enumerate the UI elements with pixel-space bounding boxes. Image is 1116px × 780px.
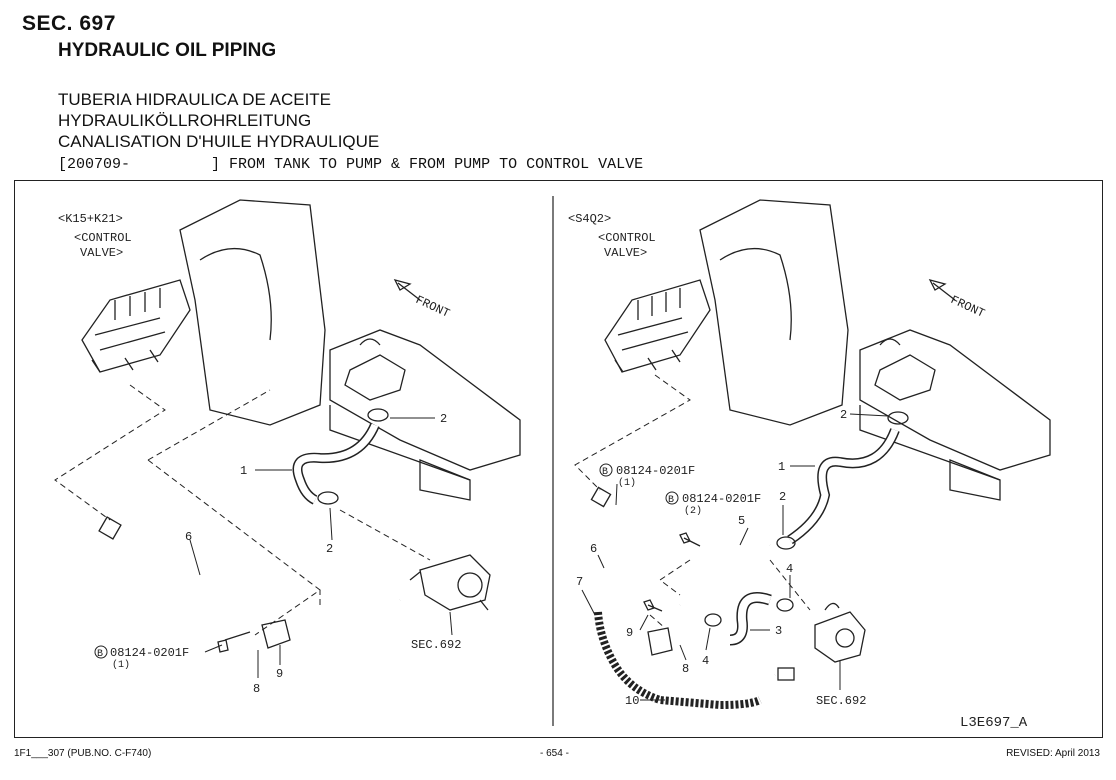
left-fitting [98,516,122,540]
right-bolt2-qty: (2) [684,505,702,517]
right-bolt1-part: 08124-0201F [616,464,695,478]
right-sec-ref: SEC.692 [816,694,866,708]
left-bolt-letter: B [97,649,103,660]
left-clamp-lower [317,491,339,505]
right-front-arrow: FRONT [928,279,987,321]
title-german: HYDRAULIKÖLLROHRLEITUNG [58,111,312,130]
left-pressure-pipe [105,534,401,629]
footer-publication: 1F1___307 (PUB.NO. C-F740) [14,748,152,759]
left-model-label: <K15+K21> [58,212,123,226]
right-model-label: <S4Q2> [568,212,611,226]
title-french: CANALISATION D'HUILE HYDRAULIQUE [58,132,380,151]
right-control-valve-drawing [604,279,711,373]
page-title: HYDRAULIC OIL PIPING [58,40,277,61]
left-callout-1: 1 [240,464,247,478]
left-control-valve-drawing [81,279,191,373]
footer-page-number: - 654 - [540,748,569,759]
right-bolt2-badge [665,491,679,505]
right-callout-3: 3 [775,624,782,638]
right-hose-7-10 [594,611,762,710]
left-tank-drawing [179,199,521,501]
right-callout-4b: 4 [702,654,709,668]
left-callout-2b: 2 [326,542,333,556]
left-bolt-clip [217,619,291,653]
serial-range: [200709- ] FROM TANK TO PUMP & FROM PUMP… [58,156,644,173]
drawing-id: L3E697_A [960,715,1028,731]
left-callout-8: 8 [253,682,260,696]
right-bolt2-letter: B [668,495,674,506]
right-control-valve-label-2: VALVE> [604,246,647,260]
right-fitting [590,486,612,508]
left-callout-leaders [189,417,453,678]
footer-revised: REVISED: April 2013 [1006,748,1100,759]
right-tank-drawing [699,199,1051,501]
left-callout-6: 6 [185,530,192,544]
right-bolt1-badge [599,463,613,477]
left-bolt-qty: (1) [112,659,130,671]
section-number: SEC. 697 [22,12,116,35]
right-clamp-4b [704,613,722,627]
left-sec-ref: SEC.692 [411,638,461,652]
left-dashed-leaders [54,384,431,636]
right-clamp-4a [776,598,794,612]
right-callout-1: 1 [778,460,785,474]
right-callout-8: 8 [682,662,689,676]
left-control-valve-label-2: VALVE> [80,246,123,260]
right-bolt2-part: 08124-0201F [682,492,761,506]
left-callout-2a: 2 [440,412,447,426]
right-callout-4a: 4 [786,562,793,576]
right-front-label: FRONT [948,293,987,321]
right-callout-2a: 2 [840,408,847,422]
left-front-arrow: FRONT [393,279,452,321]
right-end-fitting [777,667,795,681]
left-control-valve-label: <CONTROL [74,231,132,245]
left-bolt-part: 08124-0201F [110,646,189,660]
right-callout-7: 7 [576,575,583,589]
right-panel: <S4Q2> <CONTROL VALVE> FRONT [568,199,1051,731]
left-bolt-badge [94,645,108,659]
right-callout-2b: 2 [779,490,786,504]
left-front-label: FRONT [413,293,452,321]
right-callout-5: 5 [738,514,745,528]
left-suction-hose [292,422,380,505]
right-clamp-lower [776,536,796,550]
title-spanish: TUBERIA HIDRAULICA DE ACEITE [58,90,332,109]
left-clamp-upper [367,408,389,422]
right-bolt1-letter: B [602,467,608,478]
left-callout-9: 9 [276,667,283,681]
right-callout-6: 6 [590,542,597,556]
left-pump-drawing [409,554,491,611]
right-pump-drawing [814,602,866,663]
right-control-valve-label: <CONTROL [598,231,656,245]
left-panel: <K15+K21> <CONTROL VALVE> FRONT [54,199,521,696]
right-clamp-upper [887,411,909,425]
right-bolt1-qty: (1) [618,477,636,489]
right-callout-leaders [581,413,889,701]
diagram-frame [14,180,1103,738]
right-hose-3 [729,592,772,646]
right-bolts [643,532,701,656]
right-callout-10: 10 [625,694,639,708]
right-callout-9: 9 [626,626,633,640]
